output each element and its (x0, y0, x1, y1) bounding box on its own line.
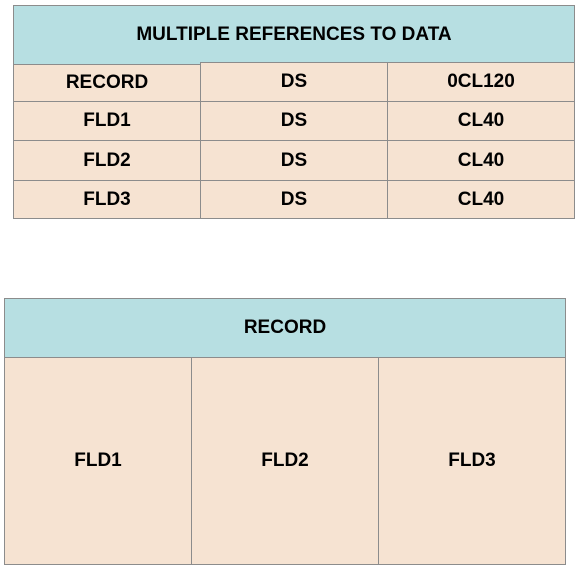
top-row-4-col-2: DS (200, 180, 388, 219)
record-title: RECORD (4, 298, 566, 358)
record-field-fld2: FLD2 (191, 357, 379, 565)
top-row-2-col-1: FLD1 (13, 101, 201, 141)
top-row-4-col-3: CL40 (387, 180, 575, 219)
top-row-3-col-1: FLD2 (13, 140, 201, 181)
top-row-1-col-1: RECORD (13, 64, 201, 102)
top-row-3-col-3: CL40 (387, 140, 575, 181)
record-field-fld3: FLD3 (378, 357, 566, 565)
top-row-2-col-3: CL40 (387, 101, 575, 141)
record-field-fld1: FLD1 (4, 357, 192, 565)
top-row-1-col-2: DS (200, 62, 388, 102)
top-row-4-col-1: FLD3 (13, 180, 201, 219)
top-row-3-col-2: DS (200, 140, 388, 181)
top-row-1-col-3: 0CL120 (387, 62, 575, 102)
top-table-title: MULTIPLE REFERENCES TO DATA (13, 5, 575, 65)
top-row-2-col-2: DS (200, 101, 388, 141)
